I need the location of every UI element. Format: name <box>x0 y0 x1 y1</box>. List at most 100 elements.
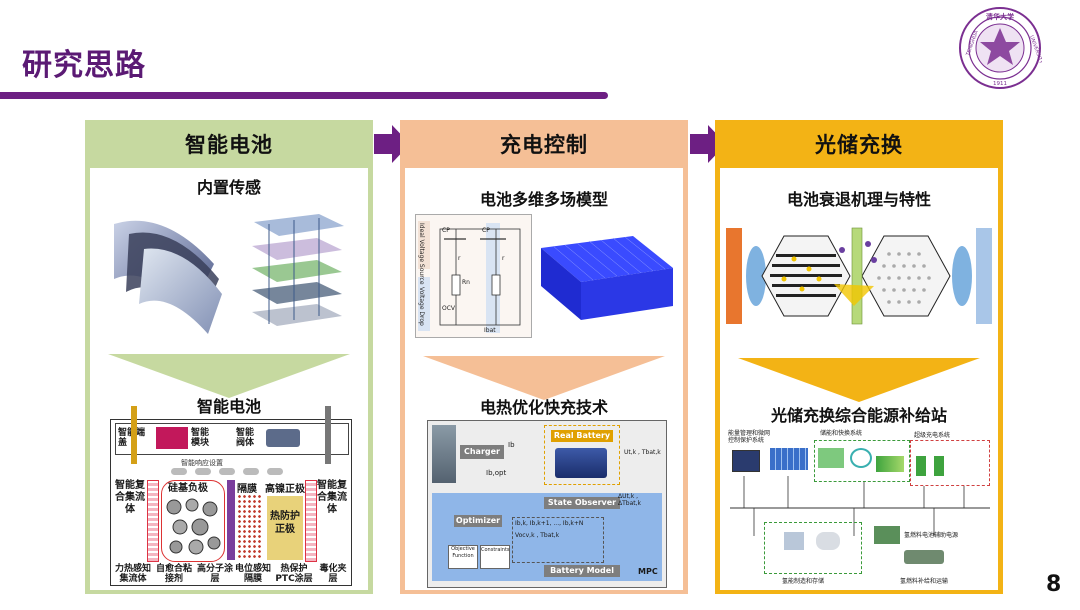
label-pred-current: Ib,k, Ib,k+1, ..., Ib,k+N <box>515 520 584 527</box>
label-ib: Ib <box>508 441 515 449</box>
cell-3d-model <box>541 236 673 320</box>
hydrogen-truck-icon <box>904 550 944 564</box>
slide-title: 研究思路 <box>22 48 146 83</box>
subtitle-degradation-mechanism: 电池衰退机理与特性 <box>786 190 931 209</box>
state-observer-block: State Observer <box>544 497 620 509</box>
label-rn: Rn <box>462 279 470 286</box>
label-ideal-source: Ideal Voltage Source <box>418 223 425 285</box>
subtitle-integrated-energy-station: 光储充换综合能源补给站 <box>770 406 947 425</box>
smart-battery-diagram: 智能端盖 智能模块 智能阀体 智能响应设置 <box>110 406 352 586</box>
computer-monitor-icon <box>732 450 760 472</box>
mpc-region: State Observer ΔUt,k , ΔTbat,k Optimizer… <box>432 493 662 581</box>
label-storage-swap: 储能和快换系统 <box>820 430 863 437</box>
hydrogen-tank-icon <box>816 532 840 550</box>
label-fuel-cell-aux: 氢燃料电池辅助电源 <box>904 532 959 539</box>
column-body: 电池多维多场模型 Ideal Voltage Source Voltage Dr… <box>405 168 683 590</box>
label-r1: r <box>458 255 461 262</box>
objective-block: Objective Function <box>448 545 478 569</box>
separator-layer <box>227 480 235 560</box>
electrolyzer-icon <box>784 532 804 550</box>
label-high-nickel-cathode: 高镍正极 <box>265 484 305 495</box>
column-header: 智能电池 <box>185 133 273 157</box>
solar-panel-icon <box>770 448 808 470</box>
label-self-healing-binder: 自愈合粘接剂 <box>155 564 192 584</box>
label-right-collector: 智能复合集流体 <box>317 480 347 515</box>
real-battery-frame: Real Battery <box>544 425 620 485</box>
label-cp1: CP <box>442 227 450 234</box>
label-hydrogen-supply: 氢燃料补给和运输 <box>900 578 949 585</box>
funnel-arrow <box>738 358 980 402</box>
column-smart-battery: 智能电池 内置传感 <box>85 120 373 594</box>
label-separator: 隔膜 <box>237 484 257 495</box>
stacked-layers-icon <box>252 214 344 326</box>
seal-year: 1911 <box>993 81 1007 87</box>
energy-station-diagram: 能量管理和微网控制保护系统 储能和快换系统 超级充电系统 <box>724 426 994 586</box>
right-current-collector <box>305 480 317 562</box>
label-micro-response: 智能响应设置 <box>181 459 223 467</box>
funnel-arrow <box>108 354 350 398</box>
real-battery-block: Real Battery <box>551 430 613 442</box>
label-thermal-cathode: 热防护正极 <box>267 496 303 560</box>
label-silicon-anode: 硅基负极 <box>168 483 208 494</box>
micro-sensor-row <box>171 468 291 476</box>
subtitle-smart-battery: 智能电池 <box>196 397 261 416</box>
label-voltage-drop: Voltage Drop <box>418 287 425 326</box>
degradation-mechanism-diagram <box>726 227 992 325</box>
column-header: 充电控制 <box>500 133 588 157</box>
column-body: 内置传感 <box>90 168 368 590</box>
battery-pack-icon <box>555 448 607 478</box>
label-ems: 能量管理和微网控制保护系统 <box>728 430 771 444</box>
title-underline <box>0 92 608 99</box>
label-polymer-coating: 高分子涂层 <box>197 564 234 584</box>
column-body: 电池衰退机理与特性 <box>720 168 998 590</box>
subtitle-multi-field-model: 电池多维多场模型 <box>479 190 608 209</box>
label-ptc-coating: 热保护PTC涂层 <box>275 564 313 584</box>
equivalent-circuit-diagram: Ideal Voltage Source Voltage Drop CP CP … <box>415 214 532 338</box>
prediction-frame: Ib,k, Ib,k+1, ..., Ib,k+N Vocv,k , Tbat,… <box>512 517 604 563</box>
charger-pile-icon <box>916 456 926 476</box>
storage-zone <box>814 440 910 482</box>
label-ib-opt: Ib,opt <box>486 469 507 477</box>
charger-pile-icon <box>934 456 944 476</box>
smart-module-chip-icon <box>156 427 188 449</box>
circuit-wires <box>439 228 521 326</box>
seal-glyphs: 清华大学 <box>986 12 1014 21</box>
column-header: 光储充换 <box>815 133 903 157</box>
label-r2: r <box>502 255 505 262</box>
charging-zone <box>910 440 990 486</box>
separator-dots <box>237 494 263 560</box>
optimizer-block: Optimizer <box>454 515 502 527</box>
column-solar-storage-swap: 光储充换 电池衰退机理与特性 <box>715 120 1003 594</box>
anode-particles-icon <box>166 498 221 555</box>
label-cp2: CP <box>482 227 490 234</box>
label-potential-separator: 电位感知隔膜 <box>235 564 272 584</box>
label-smart-valve: 智能阀体 <box>236 428 255 448</box>
smart-valve-icon <box>266 429 300 447</box>
label-left-collector: 智能复合集流体 <box>115 480 145 515</box>
funnel-arrow <box>423 356 665 400</box>
column-charging-control: 充电控制 电池多维多场模型 Ideal Voltage Source Volta… <box>400 120 688 594</box>
silicon-anode-region: 硅基负极 <box>161 480 225 562</box>
label-outputs: Ut,k , Tbat,k <box>624 449 661 456</box>
label-ocv: OCV <box>442 305 456 312</box>
left-current-collector <box>147 480 159 562</box>
label-poison-interlayer: 毒化夹层 <box>319 564 347 584</box>
bottom-label-row: 力热感知集流体 自愈合粘接剂 高分子涂层 电位感知隔膜 热保护PTC涂层 毒化夹… <box>111 564 351 584</box>
charger-block: Charger <box>460 445 504 459</box>
right-terminal <box>325 406 331 464</box>
university-seal-logo: 清华大学 TSINGHUA UNIVERSITY 1911 <box>959 7 1042 89</box>
charger-device-icon <box>432 425 456 483</box>
subtitle-embedded-sensing: 内置传感 <box>196 178 261 197</box>
label-force-thermal-collector: 力热感知集流体 <box>114 564 151 584</box>
left-terminal <box>131 406 137 464</box>
label-mpc: MPC <box>638 567 658 576</box>
fuel-cell-icon <box>874 526 900 544</box>
label-hydrogen-production: 氢能制造和存储 <box>782 578 825 585</box>
battery-model-block: Battery Model <box>544 565 620 577</box>
label-pred-voltage: Vocv,k , Tbat,k <box>515 532 560 539</box>
battery-bars-icon <box>876 456 904 472</box>
label-delta: ΔUt,k , ΔTbat,k <box>618 493 641 507</box>
hydrogen-production-zone <box>764 522 862 574</box>
mpc-control-diagram: Charger Ib Ib,opt Real Battery Ut,k , Tb… <box>427 420 667 588</box>
